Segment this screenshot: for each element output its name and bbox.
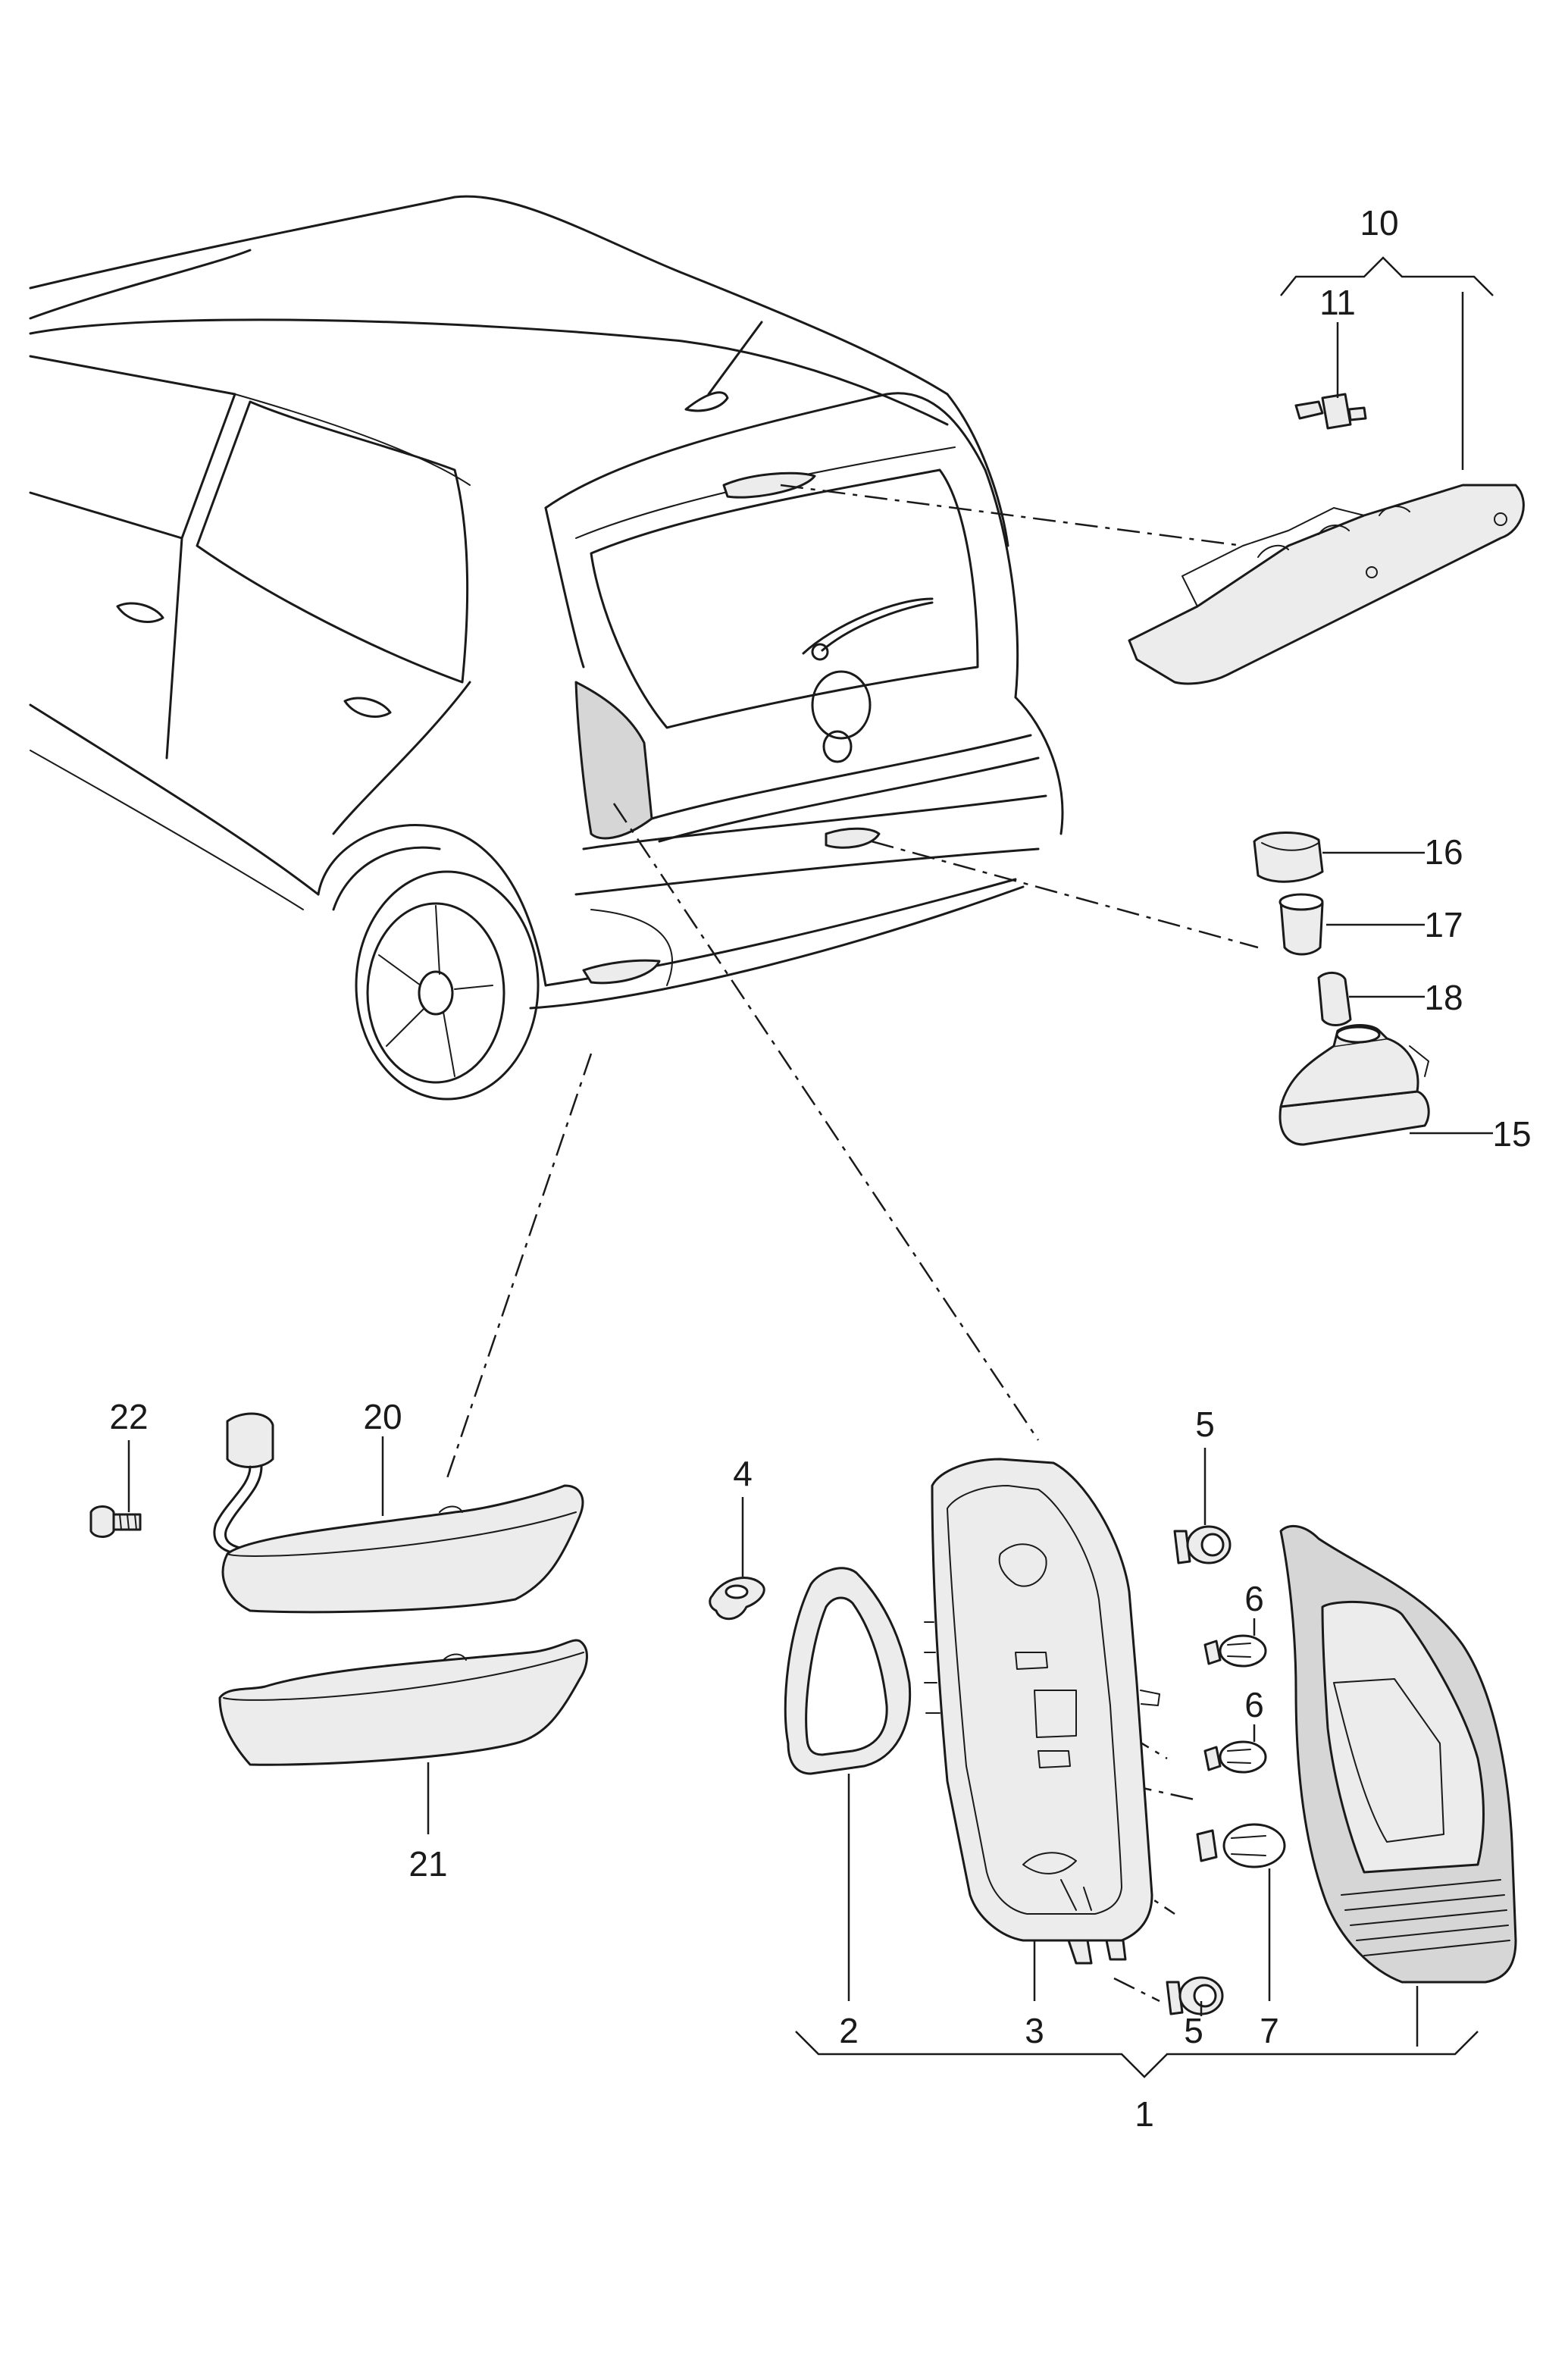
connector-wiring-20: [213, 1412, 274, 1555]
bulb-7[interactable]: [1196, 1823, 1286, 1868]
callouts: 10 11 16 17 18 15 22 20 21 4 5 6 6 2 3 5…: [109, 203, 1531, 2134]
clip-4[interactable]: [709, 1577, 765, 1621]
reflector-21[interactable]: [218, 1639, 588, 1766]
license-plate-light-15[interactable]: [1278, 1024, 1430, 1146]
callout-3: 3: [1025, 2011, 1044, 2050]
bulb-6-upper[interactable]: [1203, 1634, 1267, 1668]
callout-5-top: 5: [1195, 1405, 1215, 1444]
bolt-11[interactable]: [1294, 393, 1367, 430]
bulb-holder-16[interactable]: [1253, 832, 1324, 883]
callout-20: 20: [363, 1397, 402, 1436]
callout-10: 10: [1360, 203, 1398, 243]
bulb-carrier-3[interactable]: [924, 1458, 1160, 1965]
screw-22[interactable]: [89, 1505, 142, 1538]
reflector-20[interactable]: [221, 1484, 584, 1614]
bulb-18[interactable]: [1317, 972, 1352, 1026]
callout-17: 17: [1424, 905, 1463, 944]
callout-21: 21: [408, 1844, 447, 1884]
callout-6-upper: 6: [1244, 1579, 1264, 1618]
high-mount-brake-light[interactable]: [1128, 484, 1525, 685]
callout-6-lower: 6: [1244, 1685, 1264, 1724]
callout-16: 16: [1424, 832, 1463, 872]
callout-11: 11: [1319, 283, 1356, 322]
bulb-socket-17[interactable]: [1278, 893, 1324, 956]
callout-22: 22: [109, 1397, 148, 1436]
gasket-2[interactable]: [784, 1567, 912, 1775]
car-body: [29, 195, 1064, 1101]
bulb-socket-5-top[interactable]: [1173, 1525, 1232, 1564]
tail-light-lens[interactable]: [1279, 1524, 1517, 1984]
callout-15: 15: [1492, 1114, 1531, 1154]
callout-5-bottom: 5: [1184, 2011, 1203, 2050]
callout-1: 1: [1135, 2094, 1154, 2134]
bulb-socket-5-bottom[interactable]: [1166, 1976, 1224, 2015]
assembly-lines: [446, 484, 1259, 2003]
callout-18: 18: [1424, 978, 1463, 1017]
callout-2: 2: [839, 2011, 859, 2050]
callout-4: 4: [733, 1454, 753, 1493]
leader-lines: [127, 256, 1494, 2078]
callout-7: 7: [1260, 2011, 1279, 2050]
bulb-6-lower[interactable]: [1203, 1740, 1267, 1774]
